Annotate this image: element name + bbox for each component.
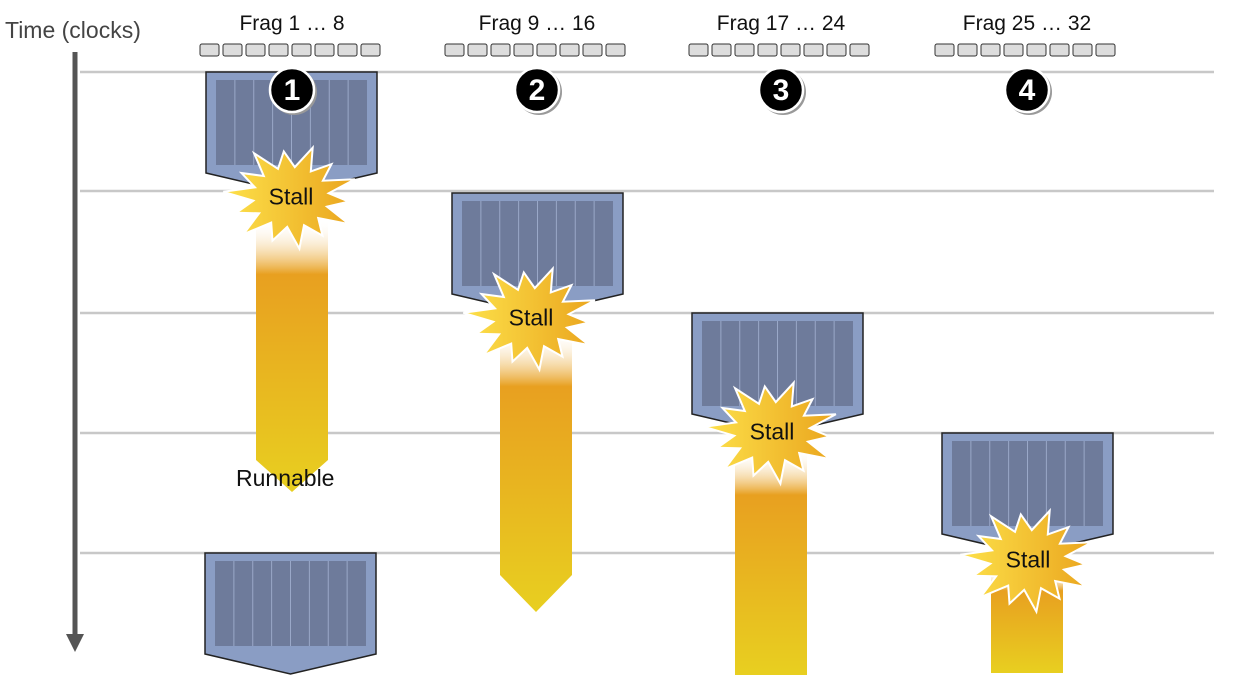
stall-burst-icon [960, 507, 1093, 615]
fragment-box [360, 43, 381, 57]
stall-burst-icon [704, 379, 837, 487]
fragment-box [536, 43, 557, 57]
stall-burst-icon [223, 144, 356, 252]
fragment-box [268, 43, 289, 57]
fragment-box [337, 43, 358, 57]
runnable-bar [500, 330, 572, 612]
step-number-badge [268, 66, 316, 114]
stall-label: Stall [508, 304, 554, 331]
fragment-box [490, 43, 511, 57]
fragment-box [605, 43, 626, 57]
fragment-group-label: Frag 9 … 16 [478, 12, 596, 35]
fragment-group-label: Frag 17 … 24 [716, 12, 846, 35]
fragment-box [688, 43, 709, 57]
fragment-box [711, 43, 732, 57]
fragment-box [957, 43, 978, 57]
fragment-box [757, 43, 778, 57]
stall-burst-icon [463, 265, 596, 373]
fragment-box [444, 43, 465, 57]
stall-label: Stall [268, 183, 314, 210]
step-number-badge [513, 66, 561, 114]
fragment-box [1026, 43, 1047, 57]
step-number: 1 [283, 74, 301, 107]
fragment-box [513, 43, 534, 57]
step-number: 3 [772, 74, 790, 107]
step-number-badge [1003, 66, 1051, 114]
fragment-box [199, 43, 220, 57]
fragment-box [1049, 43, 1070, 57]
runnable-label: Runnable [236, 465, 335, 491]
stall-label: Stall [1005, 546, 1051, 573]
step-number: 4 [1018, 74, 1036, 107]
fragment-box [849, 43, 870, 57]
time-axis-label: Time (clocks) [5, 17, 141, 43]
runnable-bar [735, 450, 807, 675]
arrow-head-icon [66, 634, 84, 652]
step-number: 2 [528, 74, 546, 107]
fragment-box [314, 43, 335, 57]
fragment-box [1095, 43, 1116, 57]
fragment-box [582, 43, 603, 57]
fragment-group-label: Frag 1 … 8 [239, 12, 345, 35]
fragment-box [222, 43, 243, 57]
fragment-group-label: Frag 25 … 32 [962, 12, 1092, 35]
fragment-box [1072, 43, 1093, 57]
fragment-box [734, 43, 755, 57]
fragment-box [780, 43, 801, 57]
fragment-box [826, 43, 847, 57]
fragment-box [980, 43, 1001, 57]
fragment-box [291, 43, 312, 57]
fragment-box [803, 43, 824, 57]
step-number-badge [757, 66, 805, 114]
fragment-box [934, 43, 955, 57]
fragment-box [245, 43, 266, 57]
runnable-bar [256, 220, 328, 492]
stall-label: Stall [749, 418, 795, 445]
fragment-box [1003, 43, 1024, 57]
fragment-box [559, 43, 580, 57]
fragment-box [467, 43, 488, 57]
